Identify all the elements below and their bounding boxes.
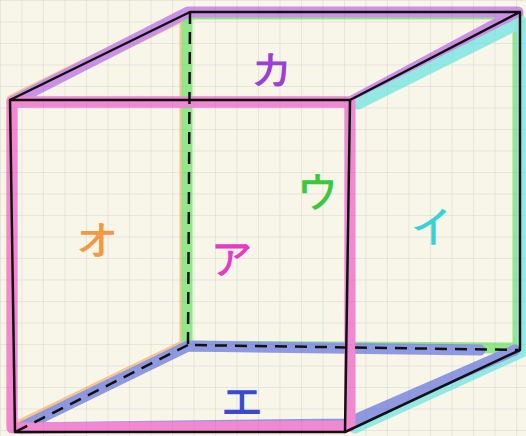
face-label: ア [212,238,253,278]
face-label: エ [222,380,263,420]
face-label: カ [252,48,293,88]
face-label: ウ [298,170,339,210]
face-label: オ [78,218,119,258]
front-face-edge [10,100,350,432]
visible-edge [10,12,520,432]
face-label: イ [412,205,453,245]
hidden-edge [15,12,520,432]
right-face-highlight [355,22,522,428]
front-face-highlight [12,102,350,428]
